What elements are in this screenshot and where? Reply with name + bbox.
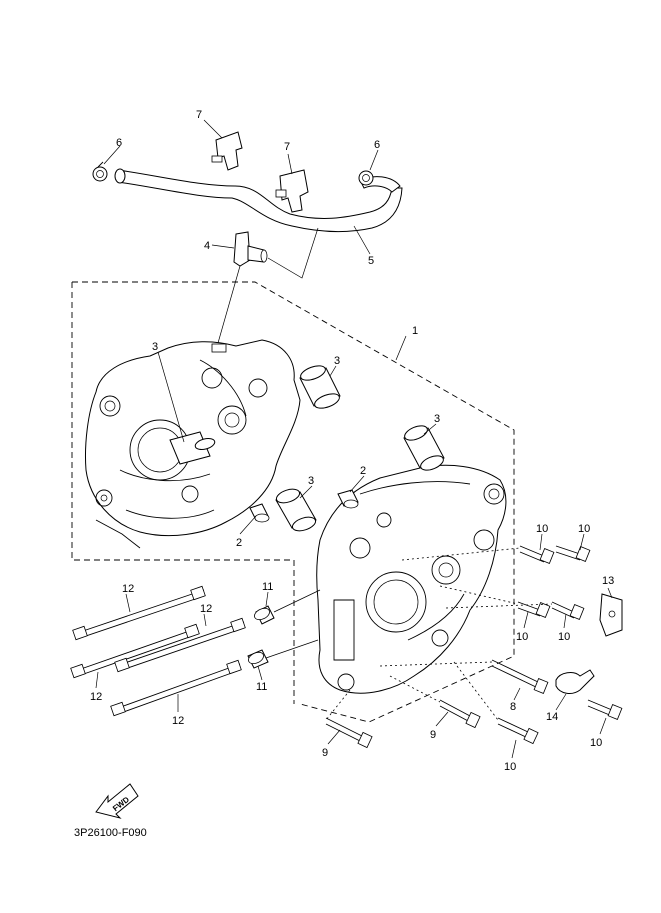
callout-10-b: 10 <box>578 523 590 535</box>
callout-12-c: 12 <box>90 691 102 703</box>
callout-1: 1 <box>412 325 418 337</box>
callout-6-right: 6 <box>374 139 380 151</box>
dowel-pin-right-mid <box>275 488 317 532</box>
leader-lines <box>95 119 613 759</box>
callout-12-d: 12 <box>172 715 184 727</box>
assembly-boundary <box>71 281 515 723</box>
stud-bolt-2 <box>70 623 200 679</box>
diagram-code: 3P26100-F090 <box>74 827 147 839</box>
callout-14: 14 <box>546 711 558 723</box>
callout-10-a: 10 <box>536 523 548 535</box>
collar-lower <box>247 649 269 669</box>
breather-joint <box>233 231 268 267</box>
callout-3-upper: 3 <box>334 355 340 367</box>
bolt-10-f <box>497 717 539 745</box>
dowel-pin-left-mid <box>169 431 216 465</box>
stud-bolt-1 <box>72 585 206 641</box>
bolt-10-d <box>551 601 585 620</box>
stud-bolt-4 <box>110 659 242 717</box>
hose-holder-top <box>211 131 243 171</box>
bolt-10-c <box>517 601 551 618</box>
callout-4: 4 <box>204 240 210 252</box>
callout-10-d: 10 <box>558 631 570 643</box>
callout-11-lower: 11 <box>256 681 267 693</box>
hose-clamp-left <box>92 161 108 182</box>
callout-7-mid: 7 <box>284 141 290 153</box>
callout-7-top: 7 <box>196 109 202 121</box>
callout-6-left: 6 <box>116 137 122 149</box>
bolt-alignment-lines <box>325 547 553 721</box>
callout-10-c: 10 <box>516 631 528 643</box>
bolt-10-a <box>519 545 555 564</box>
callout-9-a: 9 <box>430 729 436 741</box>
callout-13: 13 <box>602 575 614 587</box>
fwd-arrow-icon: FWD <box>95 783 139 819</box>
bolt-9-a <box>439 699 481 729</box>
bolt-10-e <box>587 699 623 720</box>
bolt-10-b <box>555 545 591 562</box>
callout-3-mid: 3 <box>308 475 314 487</box>
small-dowel-2-right <box>337 489 359 509</box>
callout-10-f: 10 <box>504 761 516 773</box>
callout-12-a: 12 <box>122 583 134 595</box>
callout-3-left: 3 <box>152 341 158 353</box>
callout-5: 5 <box>368 255 374 267</box>
stud-bolt-3 <box>114 617 246 673</box>
dowel-pin-right-top <box>403 425 445 471</box>
bolt-8 <box>491 659 549 694</box>
callout-11-upper: 11 <box>262 581 273 593</box>
collar-upper <box>254 605 275 625</box>
dowel-pin-left-top <box>299 365 341 409</box>
callout-2-right: 2 <box>360 465 366 477</box>
clamp <box>555 669 595 694</box>
callout-3-right: 3 <box>434 413 440 425</box>
callout-10-e: 10 <box>590 737 602 749</box>
hose-clamp-right <box>358 170 374 186</box>
small-dowel-2-left <box>249 503 270 523</box>
callout-9-b: 9 <box>322 747 328 759</box>
bracket <box>599 593 623 637</box>
bolt-9-b <box>325 717 373 749</box>
callout-2-left: 2 <box>236 537 242 549</box>
callout-8: 8 <box>510 701 516 713</box>
callout-12-b: 12 <box>200 603 212 615</box>
callout-labels: 7 7 6 6 4 5 1 3 3 3 3 2 2 10 10 13 10 10… <box>90 109 614 773</box>
hose-holder-middle <box>275 169 309 213</box>
